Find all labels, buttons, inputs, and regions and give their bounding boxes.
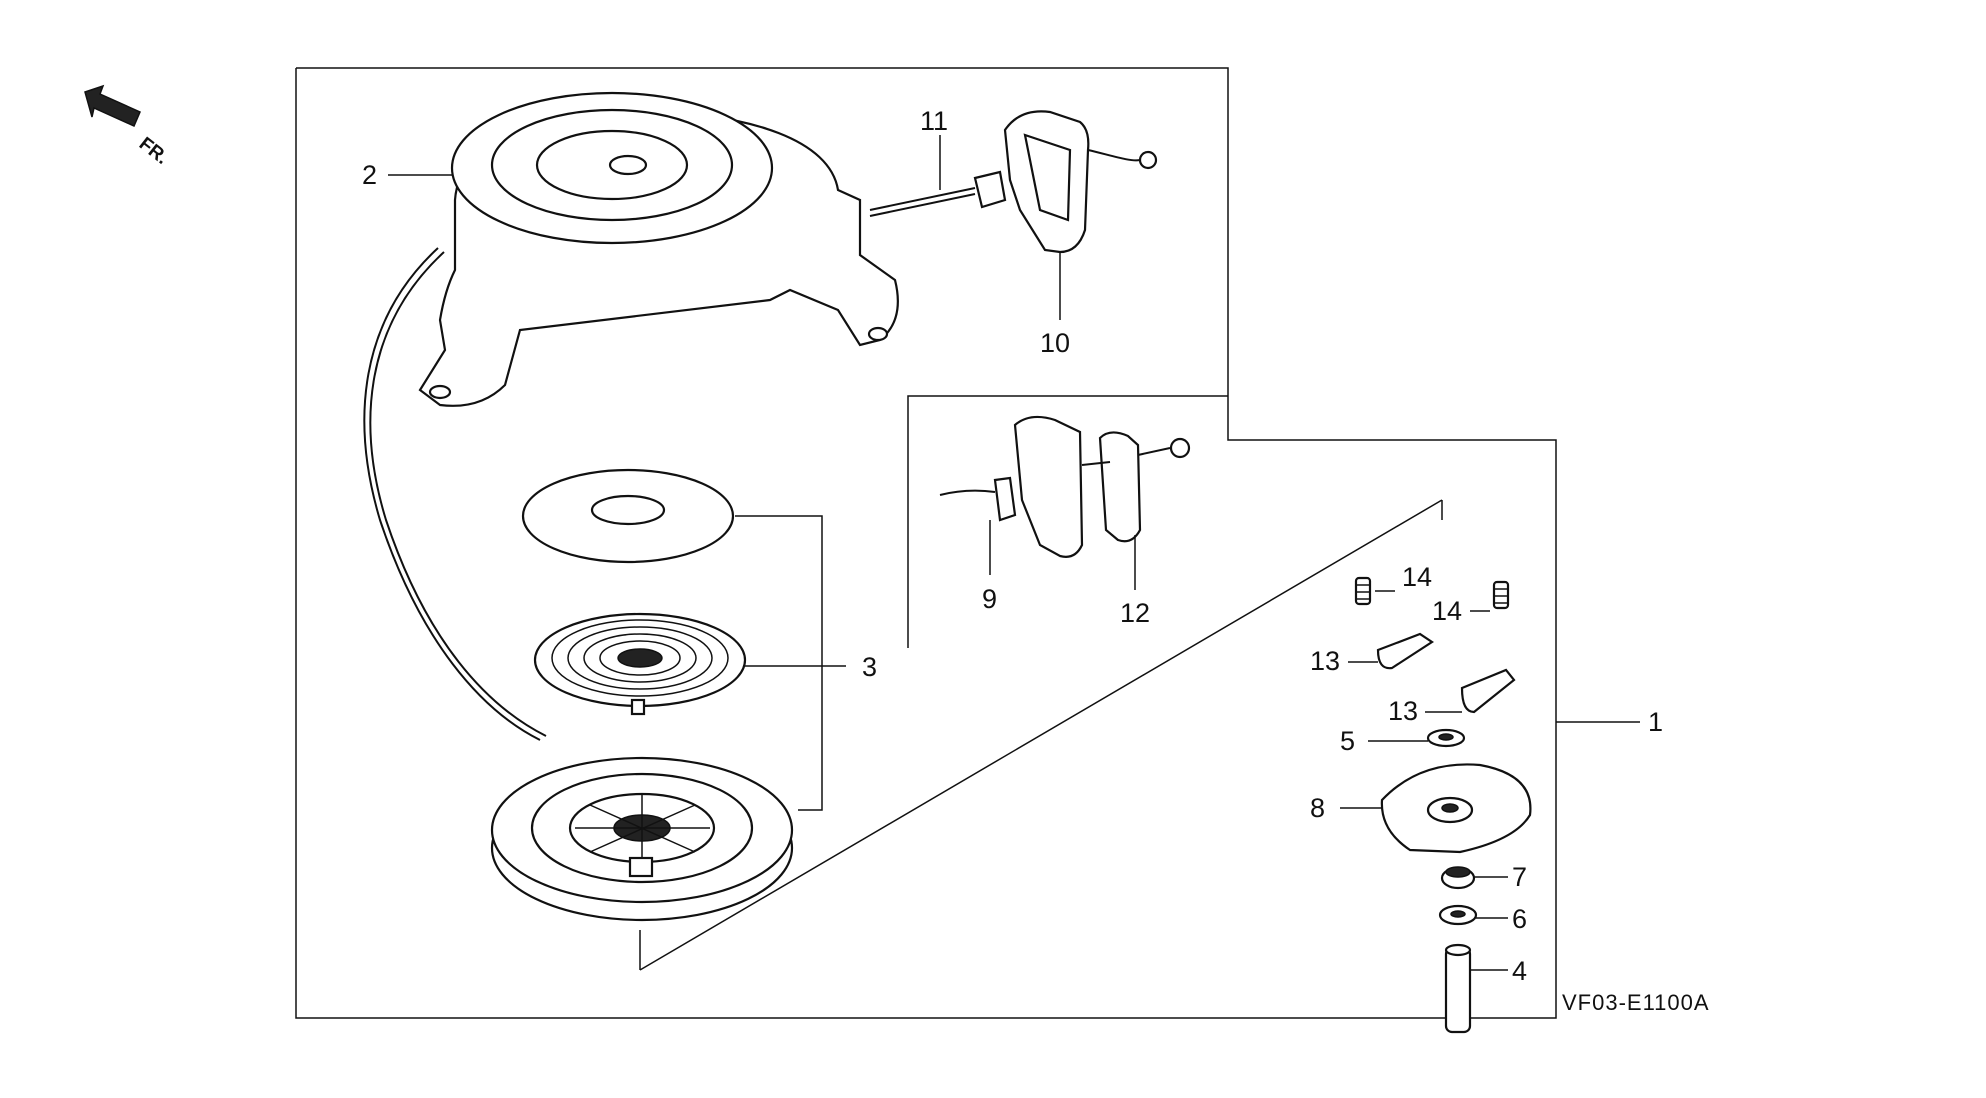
callout-6: 6 xyxy=(1512,904,1527,934)
ratchet-guide xyxy=(1380,763,1532,854)
optional-grip xyxy=(939,415,1191,558)
leader-3 xyxy=(735,515,823,811)
starter-case xyxy=(363,91,899,741)
callout-9: 9 xyxy=(982,584,997,614)
ratchet-springs xyxy=(1354,576,1510,610)
spring-cover-plate xyxy=(521,468,735,564)
callout-13b: 13 xyxy=(1388,696,1418,726)
callout-4: 4 xyxy=(1512,956,1527,986)
callout-14a: 14 xyxy=(1402,562,1432,592)
front-arrow-icon xyxy=(84,84,141,127)
callout-1: 1 xyxy=(1648,707,1663,737)
outer-frame xyxy=(295,67,1557,1019)
callout-5: 5 xyxy=(1340,726,1355,756)
starter-rope-and-grip xyxy=(869,110,1158,254)
reel-shaft-collar xyxy=(1444,943,1472,1034)
ratchet-pawls xyxy=(1376,632,1516,714)
callout-10: 10 xyxy=(1040,328,1070,358)
callout-14b: 14 xyxy=(1432,596,1462,626)
callout-7: 7 xyxy=(1512,862,1527,892)
ratchet-washer xyxy=(1426,728,1466,748)
grip-bracket xyxy=(907,395,1228,648)
drawing-code: VF03-E1100A xyxy=(1562,990,1710,1015)
front-label: FR. xyxy=(135,133,172,168)
friction-washer xyxy=(1438,904,1478,926)
setting-spring xyxy=(1440,866,1476,890)
callout-2: 2 xyxy=(362,160,377,190)
starter-reel xyxy=(490,756,794,922)
callout-8: 8 xyxy=(1310,793,1325,823)
expansion-line-upper xyxy=(639,499,1443,971)
callout-3: 3 xyxy=(862,652,877,682)
callout-12: 12 xyxy=(1120,598,1150,628)
callout-13a: 13 xyxy=(1310,646,1340,676)
callout-11: 11 xyxy=(920,106,948,136)
recoil-spring xyxy=(533,612,747,716)
